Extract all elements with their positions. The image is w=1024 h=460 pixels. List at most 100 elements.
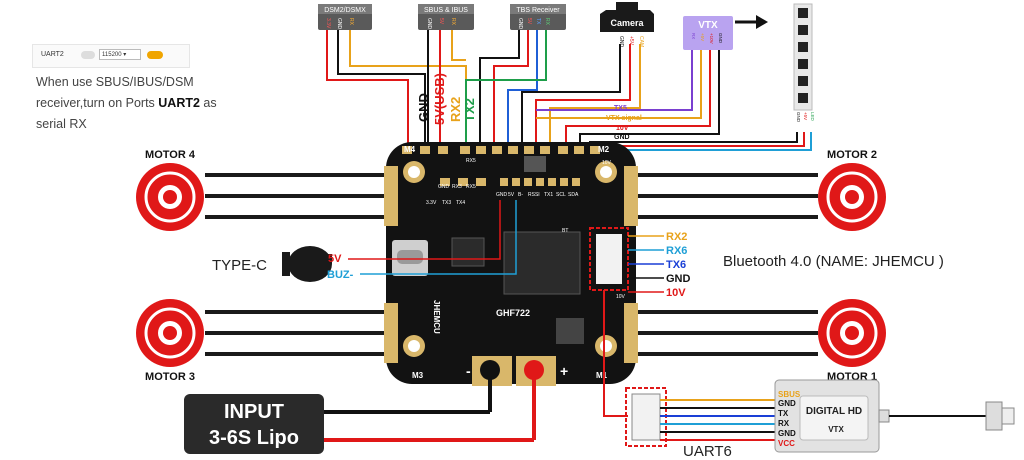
motor-wires — [205, 173, 818, 356]
bus-label-gnd: GND — [614, 134, 630, 141]
msp-toggle[interactable] — [81, 51, 95, 59]
digital-vtx-title: DIGITAL HD — [806, 406, 862, 417]
buzzer-power-wire — [348, 200, 501, 260]
dsm-pin-gnd: GND — [336, 18, 342, 30]
buzzer-minus-label: BUZ- — [327, 269, 354, 281]
corner-m2: M2 — [598, 145, 610, 154]
pad-rssi: RSSI — [528, 192, 540, 198]
uart6-label-rx2: RX2 — [666, 231, 687, 243]
input-range: 3-6S Lipo — [209, 427, 299, 449]
receiver-wires — [326, 30, 812, 156]
baud-select[interactable]: 115200 ▾ — [99, 49, 141, 60]
pad-scl: SCL — [556, 192, 566, 198]
battery-input: INPUT 3-6S Lipo — [184, 360, 544, 454]
vtx-module: VTX RX +5V +10V GND — [683, 15, 768, 50]
bluetooth-label: Bluetooth 4.0 (NAME: JHEMCU ) — [723, 253, 944, 270]
digital-vtx: DIGITAL HD VTX SBUS GND TX RX GND VCC — [774, 379, 1015, 453]
pad-rx5-a: RX5 — [466, 184, 476, 190]
pad-tx4: TX4 — [456, 200, 465, 206]
pad-b-minus: B- — [518, 192, 523, 198]
motor-2-label: MOTOR 2 — [827, 149, 877, 161]
baud-value: 115200 — [102, 52, 122, 58]
pad-10v-a: 10V — [602, 160, 612, 166]
wire-label-tx2: TX2 — [462, 98, 477, 122]
pad-5v: 5V — [508, 192, 515, 198]
digital-vtx-pin-vcc: VCC — [778, 439, 795, 448]
pad-10v-b: 10V — [616, 294, 626, 300]
digital-vtx-wires — [660, 399, 776, 441]
antenna-arrow-icon — [756, 15, 768, 29]
board-brand: JHEMCU — [432, 300, 441, 334]
motor-4-label: MOTOR 4 — [145, 149, 196, 161]
camera-pin-5v: +5V — [628, 36, 634, 46]
led-pin-led: LED — [810, 112, 815, 122]
vtx-title: VTX — [698, 20, 718, 31]
pad-sda: SDA — [568, 192, 579, 198]
vtx-pin-5v: +5V — [700, 33, 705, 41]
corner-m1: M1 — [596, 371, 608, 380]
uart6-pin-list: RX2 RX6 TX6 GND 10V — [628, 231, 691, 299]
digital-vtx-subtitle: VTX — [828, 425, 844, 434]
motor-2: MOTOR 2 — [818, 149, 886, 231]
uart6-label-gnd: GND — [666, 273, 691, 285]
input-title: INPUT — [224, 401, 284, 423]
dsm-pin-3v3: 3.3V — [325, 18, 331, 29]
digital-vtx-pin-gnd-a: GND — [778, 399, 796, 408]
sbus-title: SBUS & IBUS — [424, 7, 468, 14]
digital-vtx-pin-tx: TX — [778, 409, 789, 418]
tbs-pin-tx: TX — [535, 18, 541, 25]
camera-title: Camera — [610, 18, 644, 28]
bus-label-10v: 10V — [616, 125, 629, 132]
pad-gnd-a: GND — [438, 184, 450, 190]
buzzer-5v-label: 5V — [328, 253, 342, 265]
uart6-label-tx6: TX6 — [666, 259, 686, 271]
pad-tx3: TX3 — [442, 200, 451, 206]
wire-label-gnd: GND — [416, 93, 431, 122]
buzzer — [282, 246, 332, 282]
wire-label-5v-usb: 5V(USB) — [432, 73, 447, 125]
digital-vtx-pin-rx: RX — [778, 419, 790, 428]
pad-rx5-b: RX5 — [466, 158, 476, 164]
tbs-title: TBS Receiver — [516, 7, 560, 14]
led-strip: GND +5V LED — [793, 3, 815, 123]
serial-rx-toggle[interactable] — [147, 51, 163, 59]
led-pin-gnd: GND — [796, 112, 801, 123]
note-port: UART2 — [158, 96, 200, 110]
corner-m4: M4 — [404, 145, 416, 154]
led-pin-5v: +5V — [803, 112, 808, 120]
polarity-plus: + — [560, 363, 568, 379]
uart6-connector: UART6 — [603, 290, 732, 460]
wire-label-rx2: RX2 — [448, 97, 463, 122]
camera-module: Camera GND +5V CAM — [600, 2, 654, 48]
sbus-pin-rx: RX — [450, 18, 456, 26]
polarity-minus: - — [466, 363, 471, 379]
tbs-pin-5v: 5V — [526, 18, 532, 25]
uart6-label-10v: 10V — [666, 287, 686, 299]
board-model: GHF722 — [496, 308, 530, 318]
sbus-receiver: SBUS & IBUS GND 5V RX — [418, 4, 474, 30]
motor-3-label: MOTOR 3 — [145, 371, 195, 383]
buzzer-signal-wire — [360, 200, 517, 275]
tbs-receiver: TBS Receiver GND 5V TX RX — [510, 4, 566, 30]
uart-port-label: UART2 — [41, 51, 64, 58]
motor-3: MOTOR 3 — [136, 299, 204, 383]
dsm-pin-rx: RX — [348, 18, 354, 26]
bus-label-vtx-signal: VTX signal — [606, 115, 642, 122]
camera-pin-cam: CAM — [638, 36, 644, 47]
pad-rx3: RX3 — [452, 184, 462, 190]
dsm-receiver: DSM2/DSMX 3.3V GND RX — [318, 4, 372, 30]
sbus-pin-5v: 5V — [438, 18, 444, 25]
bus-label-tx5: TX5 — [614, 105, 627, 112]
note-suffix: as serial RX — [36, 96, 217, 131]
pad-bt: BT — [562, 228, 568, 234]
tbs-pin-rx: RX — [544, 18, 550, 26]
antenna-connector-icon — [985, 401, 1003, 431]
note-prefix: When use SBUS/IBUS/DSM receiver,turn on … — [36, 75, 194, 110]
flight-controller-board: - + M4 M2 M3 M1 GND RX3 RX5 3.3V TX3 TX4… — [384, 142, 638, 386]
motor-1: MOTOR 1 — [818, 299, 886, 383]
uart-port-setting: UART2 115200 ▾ — [32, 44, 190, 68]
vtx-pin-10v: +10V — [709, 33, 714, 44]
dsm-title: DSM2/DSMX — [324, 7, 366, 14]
sbus-pin-gnd: GND — [426, 18, 432, 30]
